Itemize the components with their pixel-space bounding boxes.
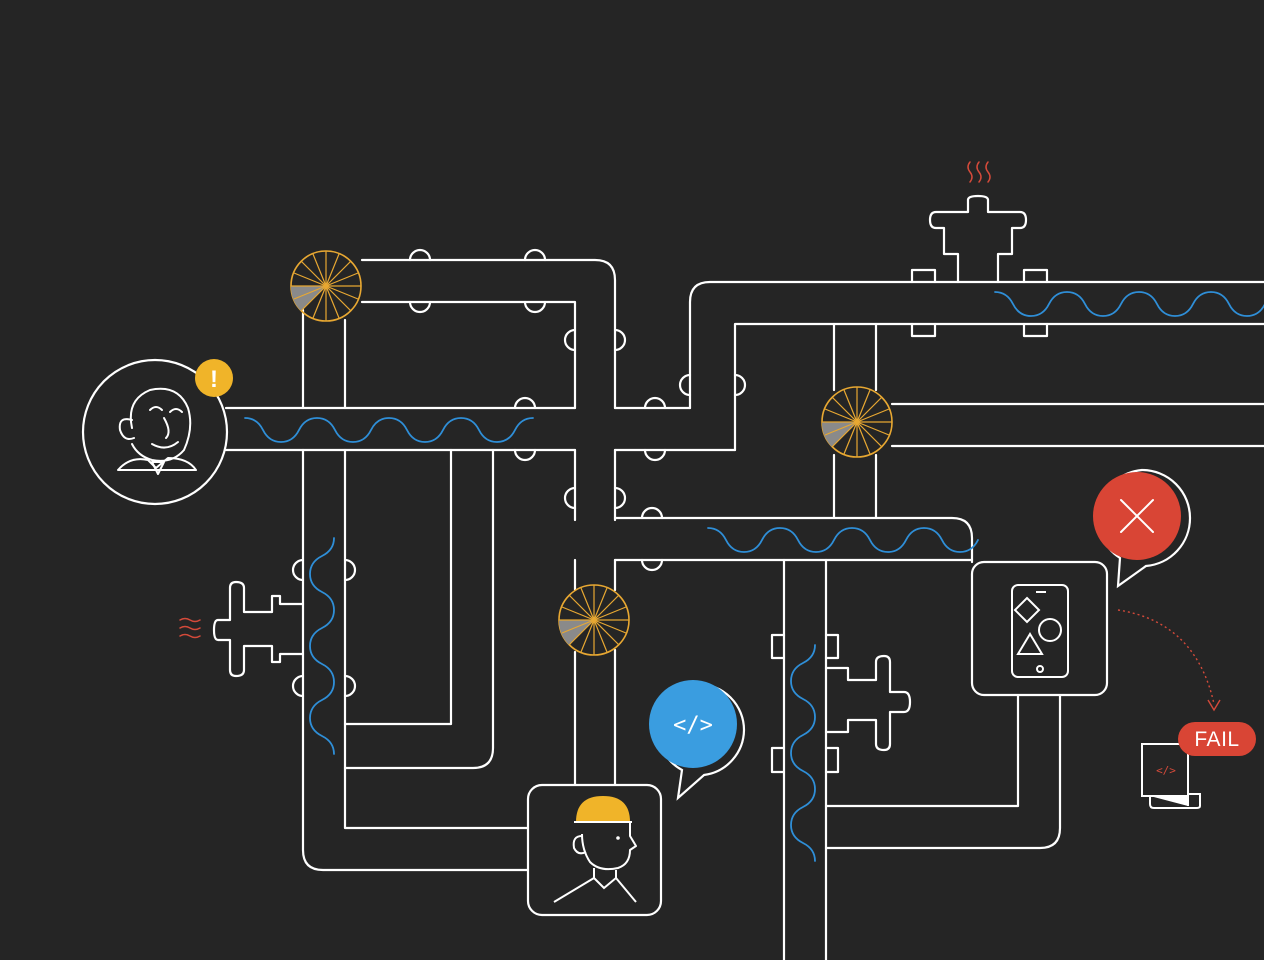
pipe-network (224, 248, 1264, 960)
developer-node[interactable] (526, 783, 663, 917)
valve-right[interactable] (824, 654, 912, 752)
water-flow (244, 291, 1264, 862)
mobile-node[interactable] (970, 560, 1109, 697)
developer-hardhat-icon (553, 796, 637, 903)
gauge-top-left (290, 250, 362, 322)
svg-text:</>: </> (1156, 764, 1176, 777)
valve-top[interactable] (928, 161, 1028, 284)
code-bubble[interactable]: </> (649, 680, 746, 801)
svg-text:!: ! (210, 366, 218, 393)
gauge-middle-right (821, 386, 893, 458)
warning-badge: ! (195, 359, 233, 397)
fail-result: </> FAIL (1117, 609, 1256, 809)
close-x-icon (1120, 499, 1154, 533)
svg-text:FAIL: FAIL (1194, 728, 1239, 751)
fail-badge: FAIL (1178, 722, 1256, 756)
jenkins-node[interactable]: ! (81, 358, 233, 506)
valve-left[interactable] (179, 580, 305, 678)
mobile-app-icon (1011, 584, 1069, 678)
code-icon: </> (673, 713, 713, 738)
jenkins-butler-icon (117, 387, 197, 475)
error-bubble[interactable] (1093, 468, 1192, 589)
gauge-center (558, 584, 630, 656)
